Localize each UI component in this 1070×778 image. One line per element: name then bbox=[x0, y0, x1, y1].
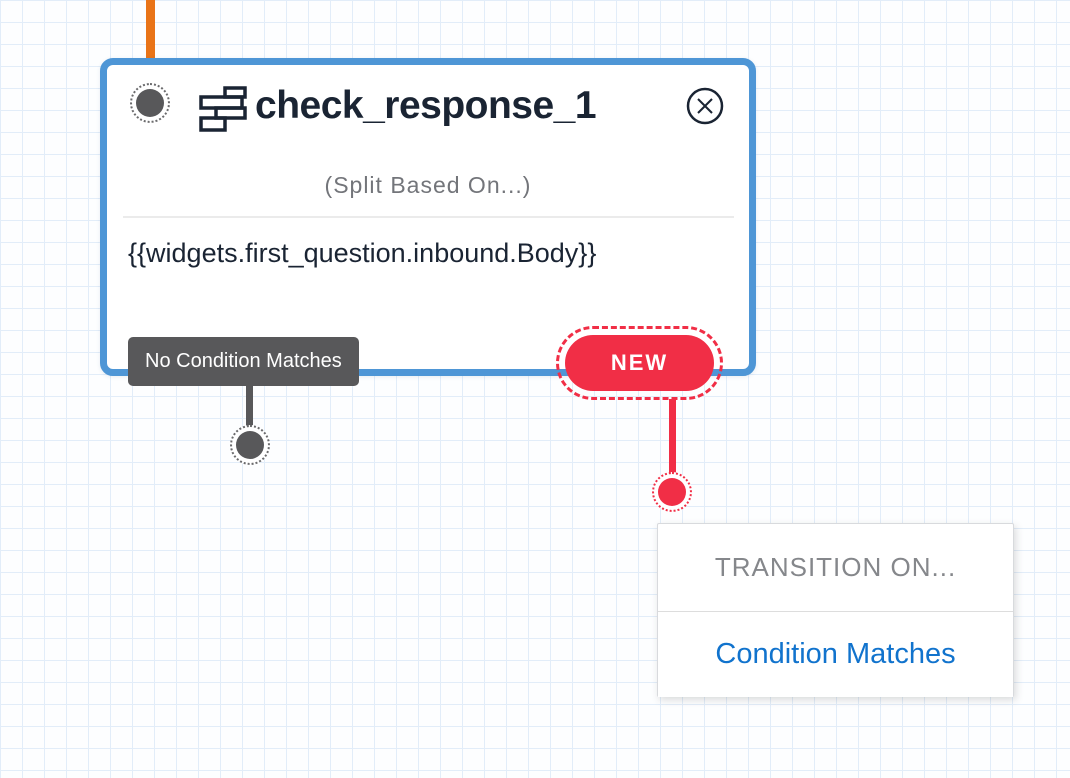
no-condition-matches-stem bbox=[246, 386, 253, 428]
new-transition-stem bbox=[669, 399, 676, 476]
new-transition-connector-dot[interactable] bbox=[658, 478, 686, 506]
close-icon[interactable] bbox=[686, 87, 724, 125]
input-connector-dot[interactable] bbox=[136, 89, 164, 117]
no-condition-matches-label[interactable]: No Condition Matches bbox=[128, 337, 359, 386]
transition-menu: TRANSITION ON... Condition Matches bbox=[657, 523, 1014, 697]
widget-divider bbox=[123, 216, 734, 218]
new-transition-dashed-outline bbox=[556, 326, 723, 400]
incoming-connection-line bbox=[146, 0, 155, 60]
no-condition-matches-connector-dot[interactable] bbox=[236, 431, 264, 459]
split-based-on-icon bbox=[199, 86, 247, 137]
widget-variable-text: {{widgets.first_question.inbound.Body}} bbox=[128, 238, 597, 268]
menu-item-condition-matches[interactable]: Condition Matches bbox=[658, 612, 1013, 697]
widget-type-label: (Split Based On...) bbox=[324, 172, 532, 198]
transition-menu-header: TRANSITION ON... bbox=[714, 552, 957, 582]
new-transition-button[interactable]: NEW bbox=[565, 335, 714, 391]
widget-title: check_response_1 bbox=[255, 84, 597, 127]
transition-menu-divider bbox=[658, 611, 1013, 612]
